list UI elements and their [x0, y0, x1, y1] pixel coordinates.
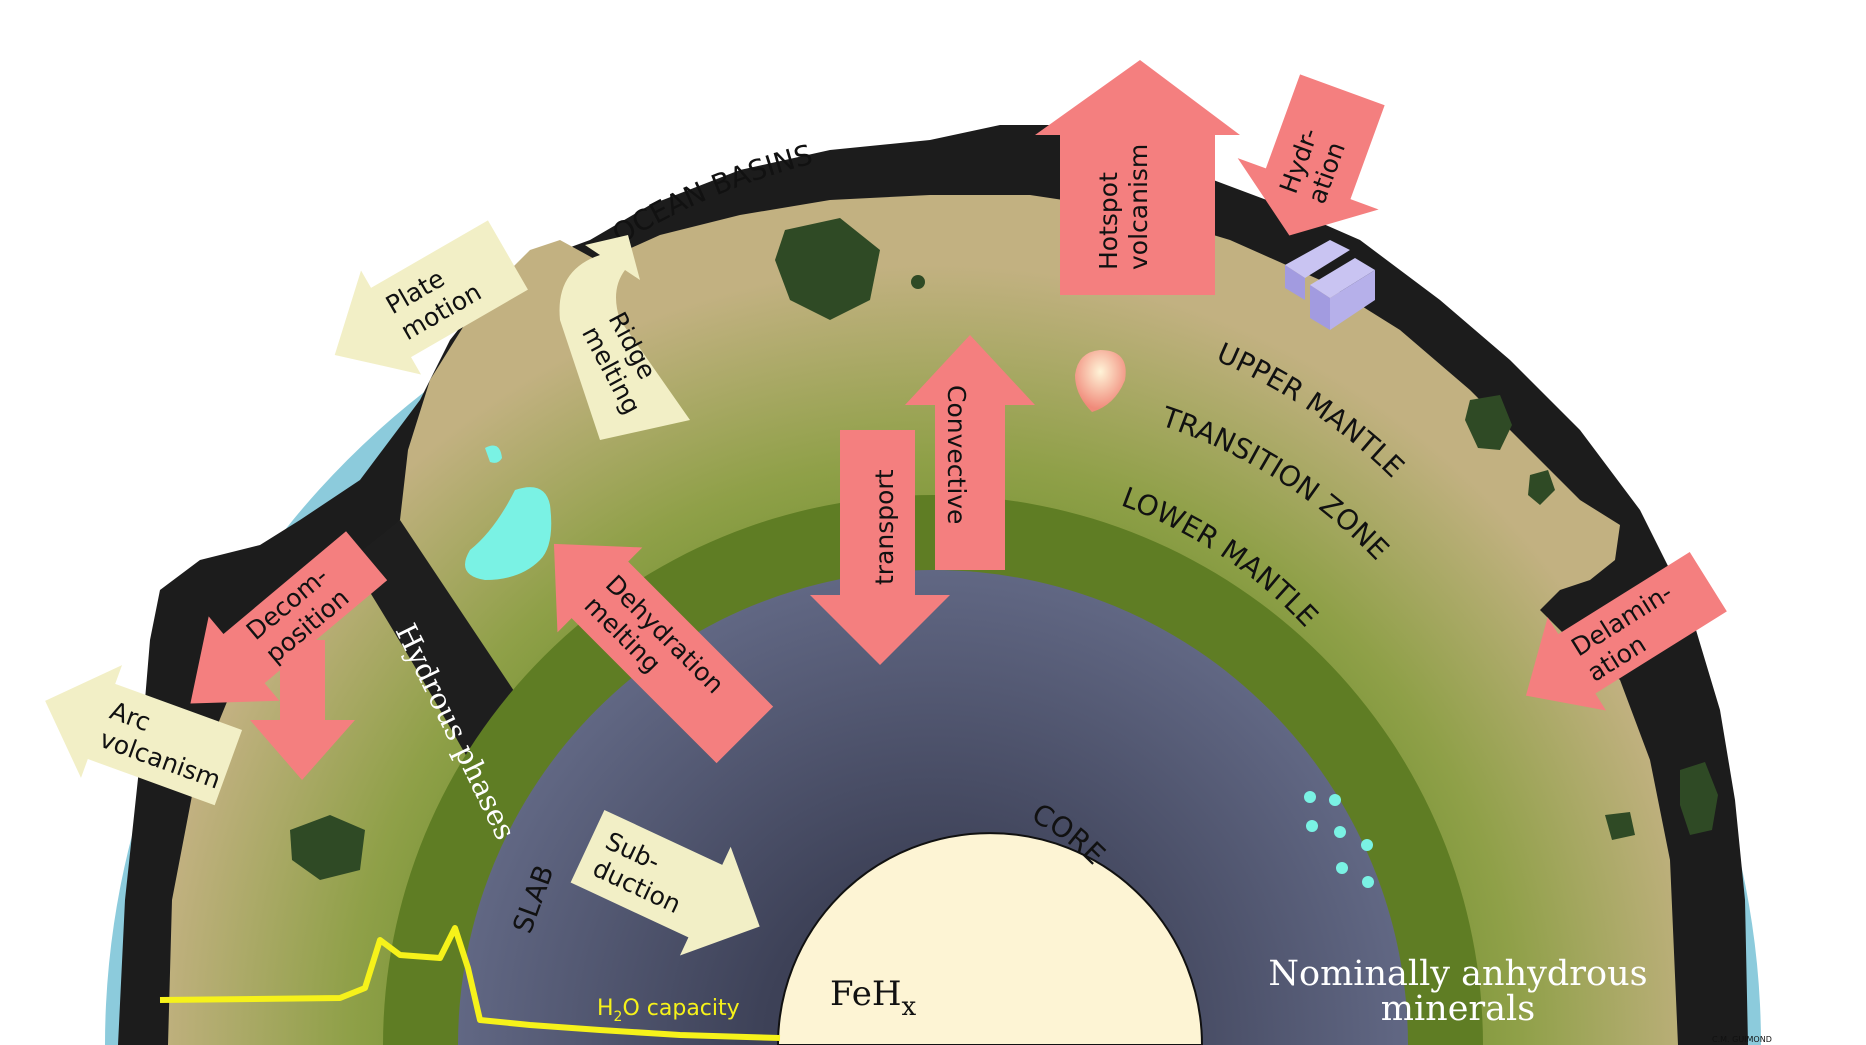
core [776, 832, 1204, 1045]
rock-inclusion [1465, 395, 1512, 450]
rock-inclusion [290, 815, 365, 880]
hotspot-label-line2: volcanism [1124, 144, 1153, 270]
hydration-arrow[interactable]: Hydr- ation [1219, 64, 1413, 261]
ridge-melting-arrow[interactable]: Ridge melting [559, 235, 691, 440]
h2o-capacity-line [159, 925, 781, 1041]
hydrous-phase-blob [485, 445, 502, 463]
hydrous-phase-blob [465, 487, 552, 580]
credit-label: C.M. GUIMOND [1712, 1035, 1772, 1044]
convective-label: Convective [942, 385, 971, 524]
rock-inclusion [1605, 812, 1635, 840]
rock-inclusion [911, 275, 925, 289]
transport-arrow[interactable]: transport [810, 430, 950, 665]
convective-arrow[interactable]: Convective [905, 335, 1035, 570]
nominally-anhydrous-line1: Nominally anhydrous [1268, 954, 1647, 994]
plume-blob [1075, 350, 1126, 412]
subduction-arrow[interactable]: Sub- duction [562, 792, 785, 981]
nominally-anhydrous-line2: minerals [1381, 989, 1535, 1029]
hydrous-dots [1304, 791, 1374, 888]
rock-inclusion [1528, 470, 1555, 505]
rock-inclusion [775, 218, 880, 320]
hotspot-label-line1: Hotspot [1094, 172, 1123, 270]
feh-label: FeHx [830, 974, 917, 1022]
hydration-crystal [1285, 240, 1375, 330]
hotspot-volcanism-arrow[interactable]: Hotspot volcanism [1035, 60, 1240, 295]
rock-inclusion [1680, 762, 1718, 835]
transport-label: transport [870, 469, 899, 585]
h2o-capacity-label: H2O capacity [597, 996, 740, 1025]
